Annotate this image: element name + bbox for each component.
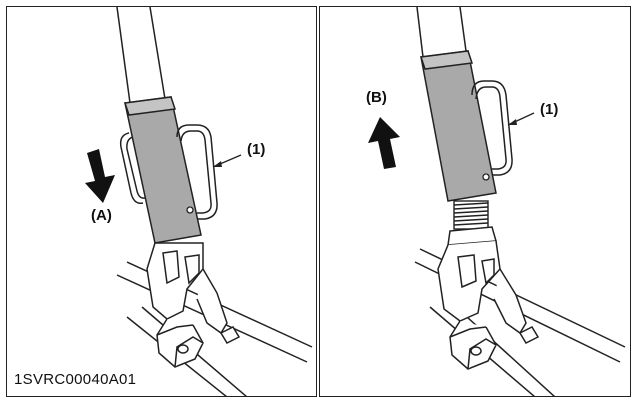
left-panel: (1) (A) (6, 6, 317, 397)
left-illustration (85, 7, 313, 396)
sleeve-bolt (186, 206, 194, 214)
arrow-label-a: (A) (91, 207, 112, 224)
threaded-spring (453, 200, 489, 230)
up-arrow-icon (368, 117, 400, 169)
sleeve-bolt (482, 173, 490, 181)
callout-label-1: (1) (247, 141, 266, 158)
handle-loop (471, 80, 513, 176)
arrow-label-b: (B) (366, 89, 387, 106)
frame-rails (116, 261, 313, 396)
right-panel: (B) (1) (319, 6, 631, 397)
upper-rod (416, 7, 467, 58)
lower-bracket (437, 226, 540, 370)
callout-label-1: (1) (540, 101, 559, 118)
handle-loop (119, 124, 218, 220)
figure-id: 1SVRC00040A01 (14, 371, 137, 388)
sleeve (419, 50, 497, 202)
callout-arrowhead (213, 161, 222, 167)
lower-bracket (146, 242, 241, 368)
callout-arrowhead (508, 119, 517, 125)
sleeve (124, 96, 202, 244)
down-arrow-icon (85, 149, 115, 203)
right-illustration (368, 7, 626, 396)
upper-rod (116, 7, 166, 104)
